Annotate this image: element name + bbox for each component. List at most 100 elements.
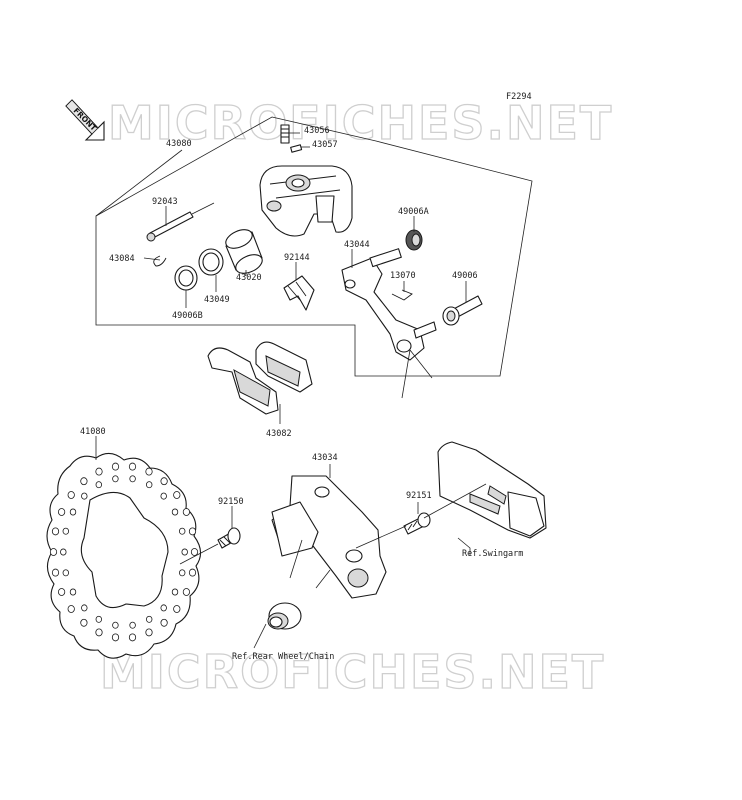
brake-disc <box>46 452 202 659</box>
disc-hole <box>95 481 102 489</box>
figure-code: F2294 <box>506 92 532 102</box>
label-49006A: 49006A <box>398 207 429 217</box>
disc-hole <box>62 569 70 577</box>
label-49006B: 49006B <box>172 311 203 321</box>
disc-hole <box>81 604 88 612</box>
disc-hole <box>67 605 75 613</box>
leader-disc-bolt <box>179 543 219 565</box>
disc-holes <box>49 462 199 642</box>
label-43084: 43084 <box>109 254 135 264</box>
label-13070: 13070 <box>390 271 416 281</box>
disc-hole <box>160 604 167 612</box>
disc-hole <box>95 615 102 623</box>
spring-clip <box>391 289 413 301</box>
disc-hole <box>182 508 190 516</box>
disc-hole <box>182 588 190 596</box>
ref-rear-wheel-label: Ref.Rear Wheel/Chain <box>232 652 334 662</box>
disc-hole <box>69 588 77 596</box>
disc-hole <box>173 605 181 613</box>
caliper-assembly-outline <box>95 116 533 377</box>
caliper-body <box>259 165 353 237</box>
disc-hole <box>112 621 119 629</box>
disc-hole <box>62 527 70 535</box>
swingarm <box>437 441 547 539</box>
disc-hole <box>173 491 181 499</box>
disc-bolt <box>217 527 241 549</box>
dust-seal <box>174 265 198 291</box>
label-92144: 92144 <box>284 253 310 263</box>
caliper-pin <box>146 211 194 242</box>
disc-hole <box>178 527 186 535</box>
front-arrow-icon: FRONT <box>65 99 105 141</box>
leader-bolt-holder <box>355 525 407 549</box>
disc-hole <box>111 462 120 471</box>
disc-hole <box>80 477 88 486</box>
label-43082: 43082 <box>266 429 292 439</box>
piston-seal <box>198 248 224 276</box>
snap-clip <box>153 255 167 267</box>
label-92150: 92150 <box>218 497 244 507</box>
leader-bracket-holder <box>401 349 433 399</box>
leader-43080 <box>95 149 183 217</box>
disc-hole <box>57 588 66 596</box>
disc-hole <box>145 615 153 623</box>
disc-hole <box>111 633 120 642</box>
brake-pads <box>207 341 313 415</box>
label-43034: 43034 <box>312 453 338 463</box>
ref-swingarm-label: Ref.Swingarm <box>462 549 523 559</box>
label-43020: 43020 <box>236 273 262 283</box>
disc-hole <box>160 477 168 486</box>
disc-hole <box>178 569 186 577</box>
watermark-top: MICROFICHES.NET <box>108 96 613 150</box>
disc-hole <box>60 548 67 556</box>
leader-holder-collar <box>289 539 331 589</box>
holder-bolt <box>403 512 431 535</box>
caliper-piston <box>225 229 263 274</box>
disc-hole <box>128 462 137 471</box>
disc-hole <box>81 492 88 500</box>
disc-hole <box>112 475 119 483</box>
rubber-boot <box>405 229 423 251</box>
disc-hole <box>129 621 136 629</box>
leader-holder-swingarm <box>423 483 487 519</box>
disc-hole <box>188 568 197 577</box>
disc-hole <box>51 568 60 577</box>
disc-hole <box>188 527 197 536</box>
disc-hole <box>129 475 136 483</box>
leader-swingarm-ref <box>457 537 471 556</box>
disc-hole <box>190 548 199 556</box>
front-badge-label: FRONT <box>72 106 99 133</box>
wheel-collar <box>267 602 302 630</box>
disc-hole <box>171 508 179 516</box>
disc-hole <box>95 467 103 476</box>
label-43049: 43049 <box>204 295 230 305</box>
disc-hole <box>160 618 168 627</box>
leader-92043-pin <box>191 202 215 215</box>
label-43080: 43080 <box>166 139 192 149</box>
disc-hole <box>67 491 75 499</box>
caliper-holder <box>271 475 387 599</box>
disc-hole <box>145 481 153 489</box>
label-43057: 43057 <box>312 140 338 150</box>
disc-hole <box>49 548 58 556</box>
disc-hole <box>181 548 188 556</box>
label-41080: 41080 <box>80 427 106 437</box>
disc-hole <box>145 467 153 476</box>
label-92151: 92151 <box>406 491 432 501</box>
disc-hole <box>95 628 103 637</box>
disc-hole <box>69 508 77 516</box>
label-92043: 92043 <box>152 197 178 207</box>
disc-hole <box>160 492 167 500</box>
watermark-bottom: MICROFICHES.NET <box>100 645 605 699</box>
disc-hole <box>80 618 88 627</box>
pad-spring <box>283 275 315 311</box>
disc-hole <box>145 628 153 637</box>
leader-43084 <box>143 257 161 261</box>
label-43044: 43044 <box>344 240 370 250</box>
leader-wheel-ref <box>253 623 267 649</box>
caliper-bracket <box>341 248 437 361</box>
bracket-bolt <box>442 295 483 326</box>
disc-hole <box>57 508 66 516</box>
disc-hole <box>128 633 137 642</box>
